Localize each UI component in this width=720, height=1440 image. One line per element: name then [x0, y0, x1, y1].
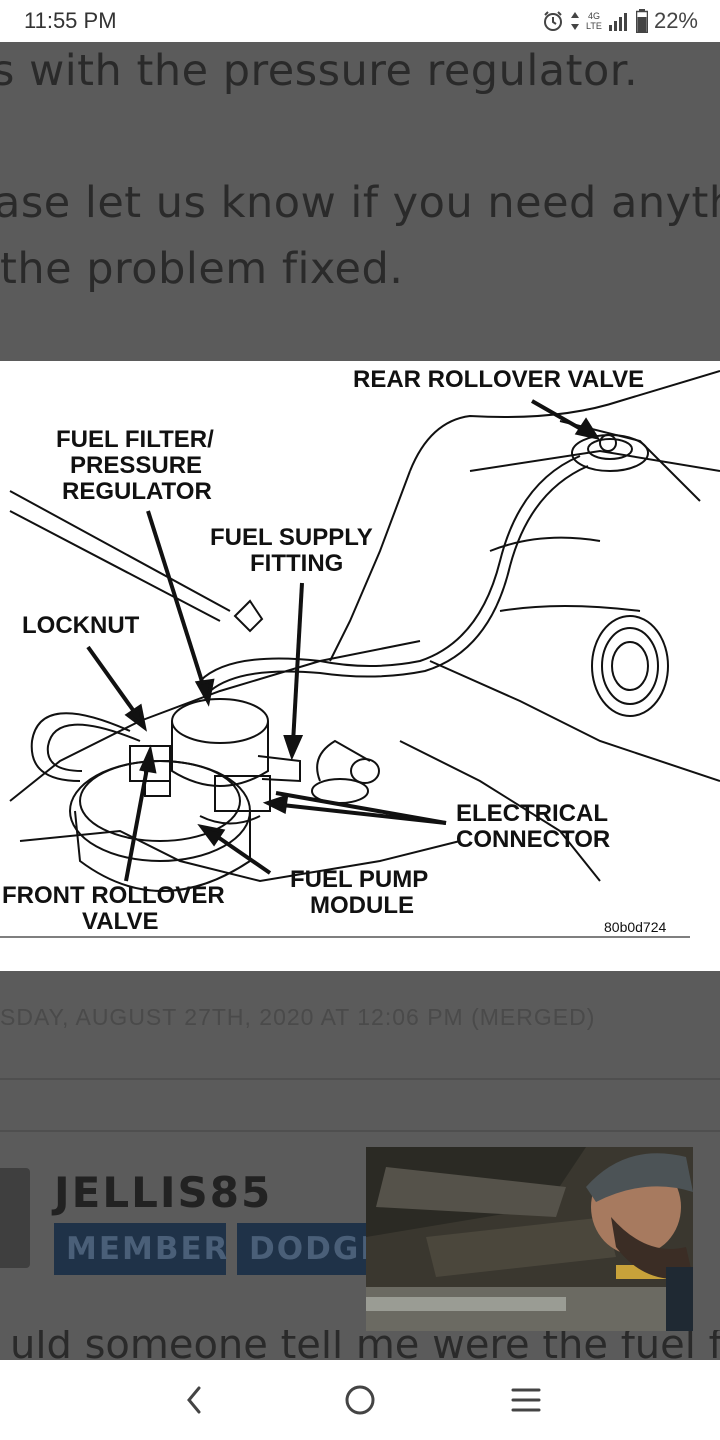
divider — [0, 1130, 720, 1132]
article-text-block: s with the pressure regulator. ase let u… — [0, 42, 720, 358]
post-body-text: uld someone tell me were the fuel f — [10, 1330, 720, 1360]
label-fuel-filter-2: PRESSURE — [70, 452, 202, 479]
label-fuel-supply-1: FUEL SUPPLY — [210, 524, 373, 551]
recents-icon — [511, 1388, 541, 1412]
username[interactable]: JELLIS85 — [54, 1168, 273, 1217]
back-button[interactable] — [165, 1380, 225, 1420]
video-thumbnail[interactable] — [366, 1147, 693, 1331]
post-body: uld someone tell me were the fuel f — [0, 1330, 720, 1360]
battery-icon — [635, 9, 648, 33]
fuel-pump-diagram: REAR ROLLOVER VALVE FUEL FILTER/ PRESSUR… — [0, 361, 720, 971]
label-fuel-supply-2: FITTING — [250, 550, 343, 577]
status-icons: 4G LTE 22% — [542, 6, 698, 36]
home-icon — [345, 1385, 375, 1415]
label-locknut: LOCKNUT — [22, 612, 140, 639]
post-timestamp-text: SDAY, AUGUST 27TH, 2020 AT 12:06 PM (MER… — [0, 1004, 596, 1030]
status-time: 11:55 PM — [24, 8, 117, 33]
recents-button[interactable] — [496, 1380, 556, 1420]
data-arrows-icon — [570, 12, 579, 30]
back-icon — [187, 1386, 201, 1414]
label-front-rollover-1: FRONT ROLLOVER — [2, 882, 225, 909]
article-line-2: ase let us know if you need anythin — [0, 178, 720, 228]
badge-dodge: DODGE — [237, 1223, 381, 1275]
label-fuel-pump-1: FUEL PUMP — [290, 866, 428, 893]
label-electrical-1: ELECTRICAL — [456, 800, 608, 827]
signal-icon — [608, 13, 627, 31]
diagram-code: 80b0d724 — [604, 919, 667, 935]
battery-percent: 22% — [653, 8, 698, 33]
label-fuel-filter-3: REGULATOR — [62, 478, 212, 505]
label-fuel-pump-2: MODULE — [310, 892, 414, 919]
alarm-icon — [543, 11, 562, 31]
divider — [0, 1078, 720, 1080]
avatar[interactable] — [0, 1168, 30, 1268]
article-line-3: the problem fixed. — [0, 244, 404, 294]
video-frame — [366, 1147, 693, 1331]
label-fuel-filter-1: FUEL FILTER/ — [56, 426, 214, 453]
home-button[interactable] — [330, 1380, 390, 1420]
badge-member: MEMBER — [54, 1223, 228, 1275]
label-electrical-2: CONNECTOR — [456, 826, 610, 853]
network-type: 4G LTE — [586, 11, 602, 31]
diagram-drawing: REAR ROLLOVER VALVE FUEL FILTER/ PRESSUR… — [0, 366, 720, 938]
system-nav-bar — [0, 1360, 720, 1440]
status-bar: 11:55 PM 4G LTE 22% — [0, 0, 720, 42]
label-rear-rollover-valve: REAR ROLLOVER VALVE — [353, 366, 644, 393]
article-line-1: s with the pressure regulator. — [0, 46, 639, 96]
label-front-rollover-2: VALVE — [82, 908, 158, 935]
post-timestamp: SDAY, AUGUST 27TH, 2020 AT 12:06 PM (MER… — [0, 1004, 720, 1040]
